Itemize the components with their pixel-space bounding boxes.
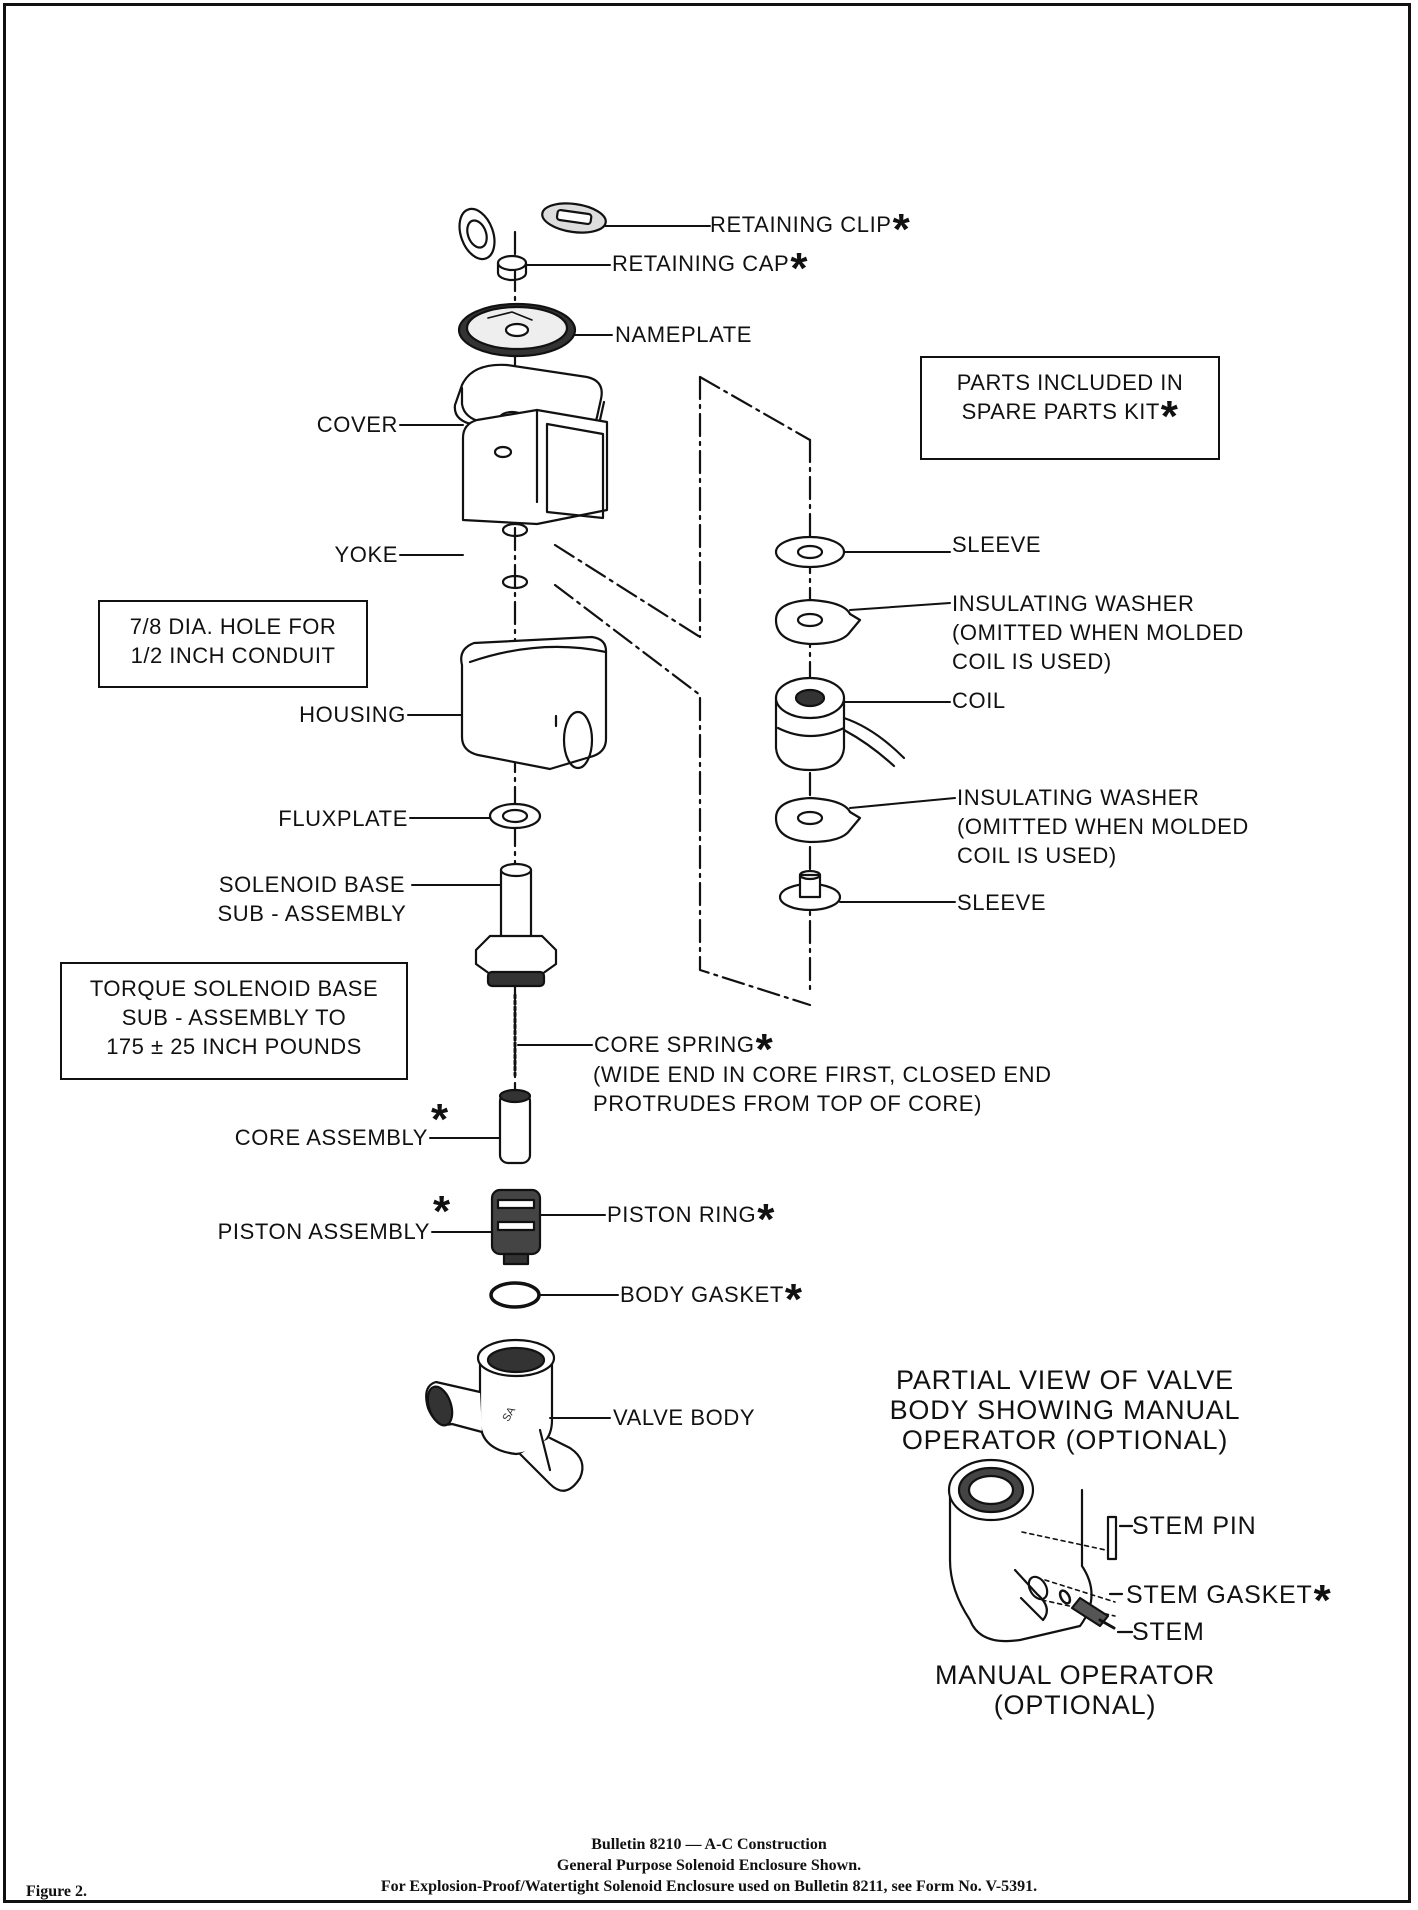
label-nameplate: NAMEPLATE: [615, 322, 753, 347]
label-insulating-washer-bottom: INSULATING WASHER (OMITTED WHEN MOLDED C…: [957, 783, 1249, 870]
valve-body-part: SA: [425, 1338, 584, 1492]
washer-top-line1: INSULATING WASHER: [952, 591, 1195, 616]
label-body-gasket: BODY GASKET*: [620, 1275, 803, 1324]
partial-view-subtitle-line2: (OPTIONAL): [993, 1690, 1157, 1720]
partial-view-title-line1: PARTIAL VIEW OF VALVE: [896, 1365, 1234, 1395]
label-housing: HOUSING: [299, 702, 406, 727]
caption-line3: For Explosion-Proof/Watertight Solenoid …: [380, 1878, 1038, 1895]
label-stem-gasket: STEM GASKET*: [1126, 1576, 1332, 1625]
partial-view-title: PARTIAL VIEW OF VALVE BODY SHOWING MANUA…: [840, 1365, 1290, 1455]
retaining-cap-part: [496, 254, 528, 282]
caption-line2: General Purpose Solenoid Enclosure Shown…: [556, 1857, 862, 1874]
torque-line1: TORQUE SOLENOID BASE: [89, 976, 379, 1001]
washer-bottom-line3: COIL IS USED): [957, 843, 1117, 868]
partial-view-subtitle: MANUAL OPERATOR (OPTIONAL): [880, 1660, 1270, 1720]
sleeve-bottom-part: [778, 869, 842, 912]
partial-view-title-line3: OPERATOR (OPTIONAL): [901, 1425, 1229, 1455]
label-solenoid-base-line1: SOLENOID BASE: [218, 872, 406, 897]
partial-view-drawing: [947, 1458, 1134, 1643]
washer-top-line2: (OMITTED WHEN MOLDED: [952, 620, 1244, 645]
page-border: [3, 3, 1411, 1903]
nameplate-part: [457, 302, 577, 358]
core-assembly-part: [498, 1088, 532, 1165]
torque-line2: SUB - ASSEMBLY TO: [121, 1005, 347, 1030]
partial-view-title-line2: BODY SHOWING MANUAL: [889, 1395, 1241, 1425]
core-spring-note-line2: PROTRUDES FROM TOP OF CORE): [593, 1091, 983, 1116]
fluxplate-part: [488, 802, 542, 830]
washer-top-line3: COIL IS USED): [952, 649, 1112, 674]
caption-line1: Bulletin 8210 — A-C Construction: [591, 1836, 827, 1853]
core-spring-note-line1: (WIDE END IN CORE FIRST, CLOSED END: [593, 1062, 1052, 1087]
label-solenoid-base-line2: SUB - ASSEMBLY: [217, 901, 407, 926]
torque-line3: 175 ± 25 INCH POUNDS: [106, 1034, 362, 1059]
piston-assembly-part: [490, 1188, 542, 1266]
label-yoke: YOKE: [334, 542, 398, 567]
label-insulating-washer-top: INSULATING WASHER (OMITTED WHEN MOLDED C…: [952, 589, 1244, 676]
label-valve-body: VALVE BODY: [613, 1405, 756, 1430]
label-piston-ring: PISTON RING*: [607, 1195, 775, 1244]
label-solenoid-base: SOLENOID BASE SUB - ASSEMBLY: [212, 870, 412, 928]
coil-bracket: [698, 375, 812, 442]
insulating-washer-top-part: [774, 598, 862, 646]
washer-bottom-line2: (OMITTED WHEN MOLDED: [957, 814, 1249, 839]
label-retaining-clip: RETAINING CLIP*: [710, 205, 911, 254]
conduit-line1: 7/8 DIA. HOLE FOR: [129, 614, 337, 639]
solenoid-base-part: [474, 862, 558, 988]
yoke-part: [461, 408, 609, 590]
partial-view-subtitle-line1: MANUAL OPERATOR: [934, 1660, 1216, 1690]
label-core-spring: CORE SPRING*: [594, 1025, 774, 1074]
figure-number: Figure 2.: [26, 1883, 88, 1900]
spare-kit-line1: PARTS INCLUDED IN: [956, 370, 1184, 395]
label-piston-assembly: PISTON ASSEMBLY: [217, 1219, 430, 1244]
sleeve-top-part: [774, 535, 846, 569]
label-sleeve-bottom: SLEEVE: [957, 890, 1047, 915]
conduit-line2: 1/2 INCH CONDUIT: [130, 643, 336, 668]
note-spare-parts-kit: PARTS INCLUDED IN SPARE PARTS KIT*: [920, 356, 1220, 460]
insulating-washer-bottom-part: [774, 796, 862, 844]
label-core-assembly: CORE ASSEMBLY: [234, 1125, 428, 1150]
label-fluxplate: FLUXPLATE: [278, 806, 408, 831]
note-conduit-hole: 7/8 DIA. HOLE FOR 1/2 INCH CONDUIT: [98, 600, 368, 688]
label-cover: COVER: [316, 412, 398, 437]
coil-part: [774, 676, 906, 772]
label-stem-pin: STEM PIN: [1132, 1512, 1257, 1540]
label-sleeve-top: SLEEVE: [952, 532, 1042, 557]
label-core-spring-note: (WIDE END IN CORE FIRST, CLOSED END PROT…: [593, 1060, 1052, 1118]
retaining-clip-part: [458, 202, 607, 261]
body-gasket-part: [489, 1281, 541, 1309]
washer-bottom-line1: INSULATING WASHER: [957, 785, 1200, 810]
label-stem: STEM: [1132, 1618, 1205, 1646]
label-coil: COIL: [952, 688, 1006, 713]
note-torque: TORQUE SOLENOID BASE SUB - ASSEMBLY TO 1…: [60, 962, 408, 1080]
housing-part: [460, 635, 608, 771]
spare-kit-line2: SPARE PARTS KIT*: [961, 392, 1179, 441]
label-retaining-cap: RETAINING CAP*: [612, 244, 809, 293]
